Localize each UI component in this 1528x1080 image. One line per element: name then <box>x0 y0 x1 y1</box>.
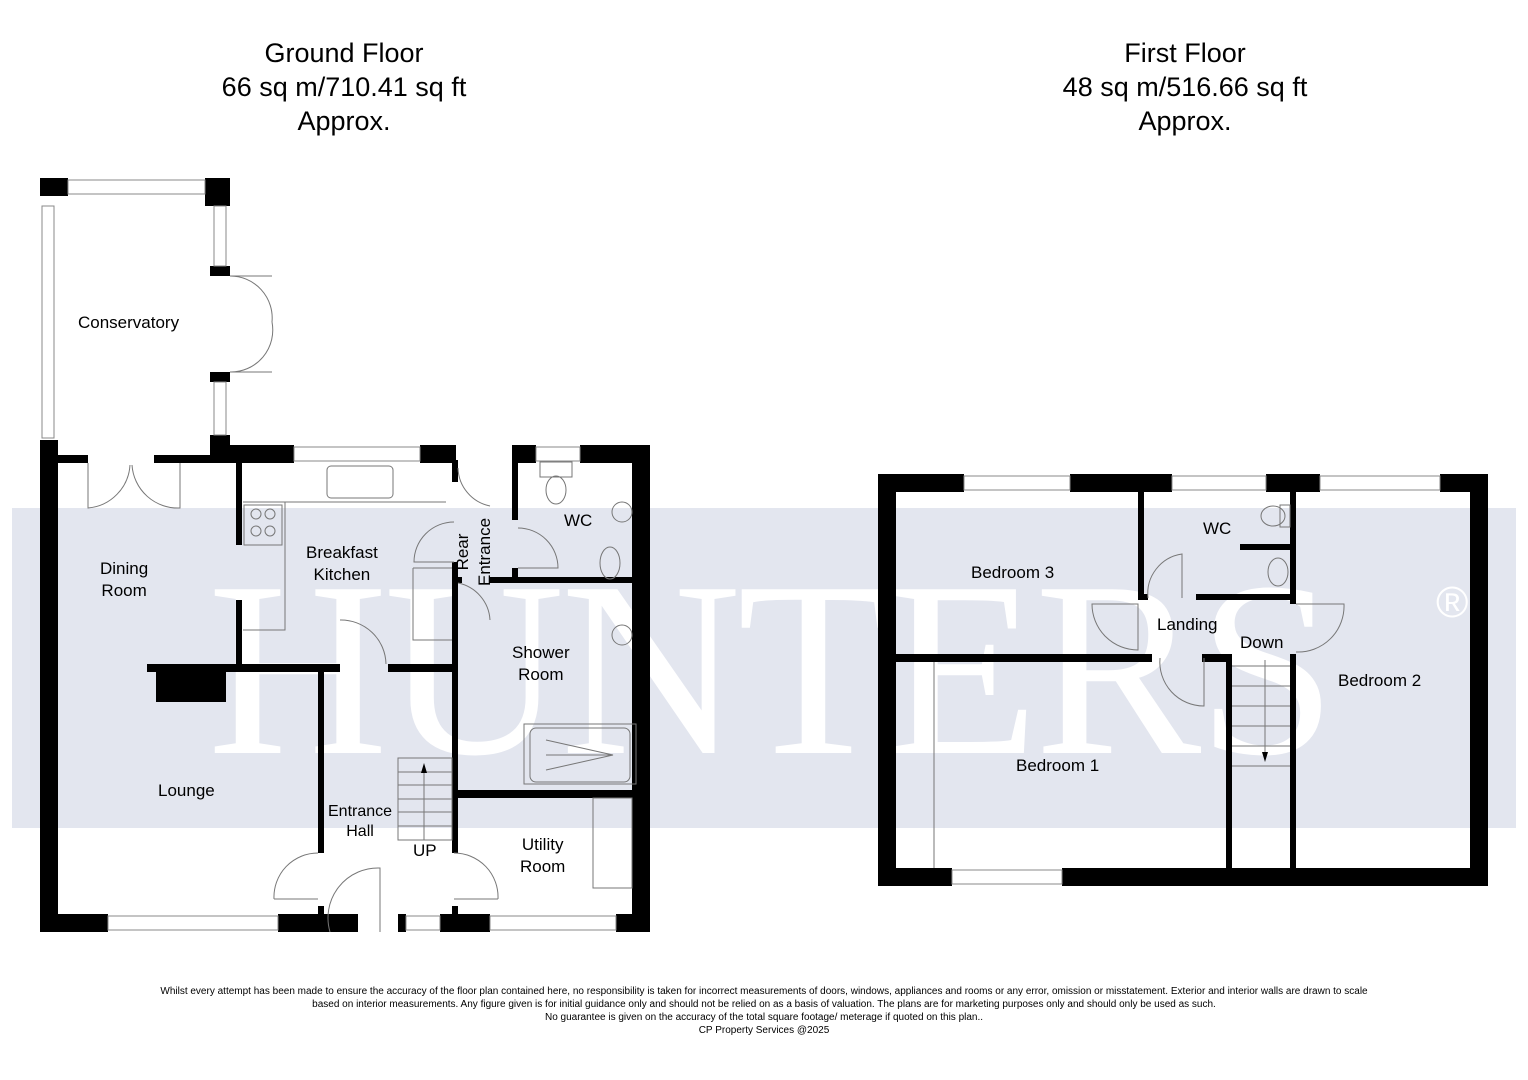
room-breakfast-kitchen: Breakfast Kitchen <box>306 543 378 584</box>
room-bedroom-2: Bedroom 2 <box>1338 671 1422 690</box>
disclaimer: Whilst every attempt has been made to en… <box>0 985 1528 1037</box>
first-floor-heading: First Floor 48 sq m/516.66 sq ft Approx. <box>985 36 1385 138</box>
room-bedroom-1: Bedroom 1 <box>1016 756 1100 775</box>
disclaimer-line-3: No guarantee is given on the accuracy of… <box>544 1012 984 1023</box>
room-shower-room: Shower Room <box>512 643 570 684</box>
stairs-up-label: UP <box>413 841 437 860</box>
stairs-down-label: Down <box>1240 633 1284 652</box>
first-floor-walls <box>878 474 1488 886</box>
ground-floor-heading: Ground Floor 66 sq m/710.41 sq ft Approx… <box>144 36 544 138</box>
first-floor-fixtures <box>933 504 1345 868</box>
room-utility-room: Utility Room <box>520 835 566 876</box>
disclaimer-line-1: Whilst every attempt has been made to en… <box>160 986 1368 997</box>
disclaimer-credit: CP Property Services @2025 <box>698 1025 830 1036</box>
first-floor-windows <box>951 475 1441 885</box>
ground-floor-approx: Approx. <box>297 106 391 136</box>
first-floor-area: 48 sq m/516.66 sq ft <box>1062 72 1308 102</box>
room-wc-ground: WC <box>564 511 593 530</box>
first-floor-approx: Approx. <box>1138 106 1232 136</box>
room-wc-first: WC <box>1203 519 1232 538</box>
disclaimer-line-2: based on interior measurements. Any figu… <box>312 999 1216 1010</box>
room-entrance-hall: Entrance Hall <box>328 803 393 840</box>
ground-floor-walls <box>40 178 650 932</box>
registered-mark: ® <box>1436 578 1469 627</box>
room-landing: Landing <box>1157 615 1218 634</box>
room-lounge: Lounge <box>158 781 215 800</box>
first-floor-title: First Floor <box>1124 38 1246 68</box>
ground-floor-area: 66 sq m/710.41 sq ft <box>221 72 467 102</box>
room-dining-room: Dining Room <box>100 559 149 600</box>
ground-floor-windows <box>41 179 617 931</box>
ground-floor-title: Ground Floor <box>264 38 424 68</box>
room-rear-entrance: Rear Entrance <box>453 517 495 587</box>
room-conservatory: Conservatory <box>78 313 180 332</box>
ground-floor-fixtures <box>87 275 637 933</box>
room-bedroom-3: Bedroom 3 <box>971 563 1055 582</box>
